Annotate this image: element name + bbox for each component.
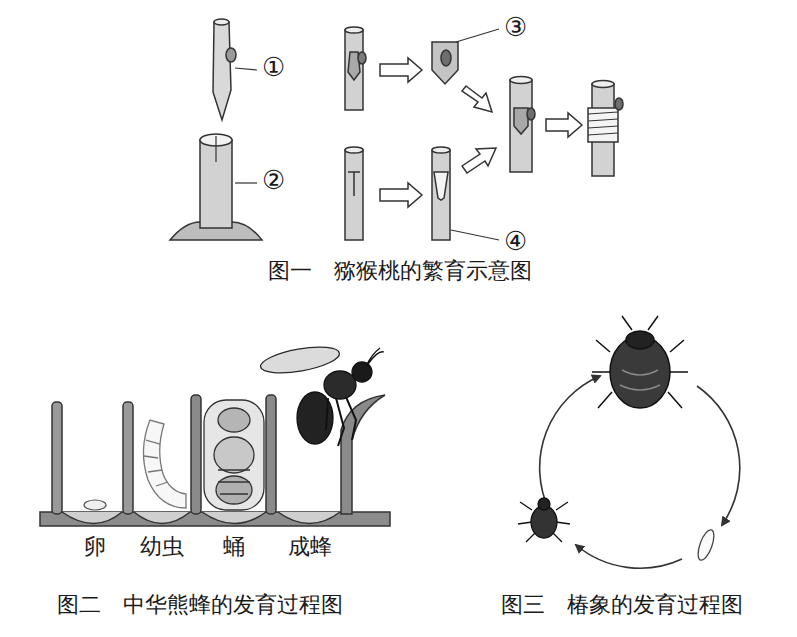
- stinkbug-egg: [695, 528, 717, 562]
- process-arrow: [380, 183, 422, 207]
- callout-number: ①: [262, 52, 285, 83]
- process-arrow: [380, 58, 422, 82]
- stage-label: 幼虫: [140, 534, 184, 560]
- process-arrow: [462, 148, 496, 173]
- leader-line: [235, 182, 257, 183]
- adult-bee: [259, 342, 384, 446]
- stage-label: 蛹: [223, 534, 245, 560]
- leader-line: [451, 230, 499, 240]
- callout-number: ②: [262, 165, 285, 196]
- figure-caption: 图二 中华熊蜂的发育过程图: [57, 592, 343, 618]
- budwood: [345, 27, 366, 110]
- leader-line: [235, 68, 257, 70]
- bound-stem: [588, 81, 623, 177]
- scion: [213, 19, 236, 120]
- leader-line: [456, 29, 499, 42]
- egg: [84, 500, 106, 510]
- process-arrow: [546, 113, 582, 137]
- process-arrow: [462, 86, 492, 112]
- bud-chip: [432, 42, 458, 84]
- callout-number: ③: [504, 12, 527, 43]
- figure-caption: 图三 椿象的发育过程图: [501, 592, 743, 618]
- callout-number: ④: [504, 226, 527, 257]
- stinkbug-nymph: [518, 498, 570, 542]
- stock-opened: [432, 147, 450, 240]
- stage-label: 卵: [84, 534, 106, 560]
- stage-label: 成蜂: [288, 534, 332, 560]
- stock-cut: [345, 147, 363, 240]
- rootstock: [170, 134, 262, 240]
- figure-caption: 图一 猕猴桃的繁育示意图: [268, 258, 532, 284]
- honeycomb: [40, 395, 390, 526]
- pupa: [204, 400, 264, 510]
- larva: [143, 420, 186, 508]
- adult-stinkbug: [592, 316, 688, 408]
- grafted-stem: [510, 77, 535, 173]
